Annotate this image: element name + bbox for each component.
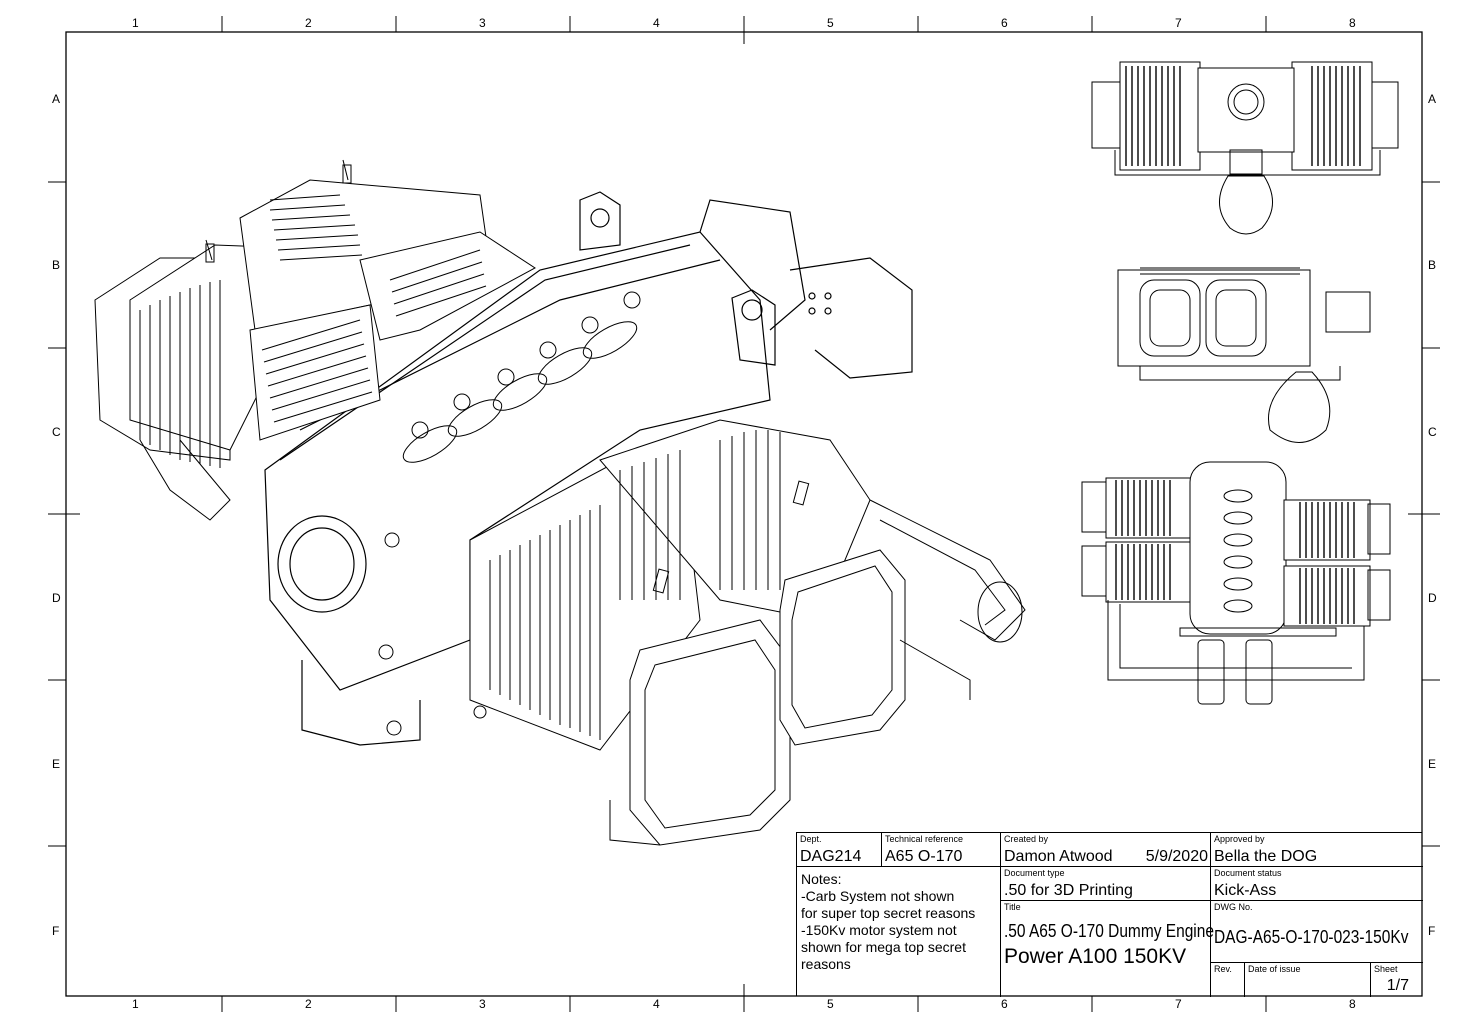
notes-line: Notes: <box>801 871 842 887</box>
zone-col-label: 1 <box>132 16 139 30</box>
title-block: Dept. DAG214 Technical reference A65 O-1… <box>796 832 1423 997</box>
title-cell: Title .50 A65 O-170 Dummy Engine Power A… <box>1001 901 1214 997</box>
front-view <box>1091 61 1399 235</box>
zone-row-label: D <box>1428 591 1437 605</box>
zone-row-label: F <box>1428 924 1436 938</box>
notes-line: shown for mega top secret <box>801 939 966 955</box>
zone-col-label: 2 <box>305 16 312 30</box>
zone-row-label: A <box>52 92 61 106</box>
side-view <box>1117 267 1371 443</box>
zone-col-label: 6 <box>1001 997 1008 1011</box>
zone-row-label: A <box>1428 92 1437 106</box>
created-date: 5/9/2020 <box>1145 848 1208 865</box>
created-by-value: Damon Atwood <box>1004 848 1113 865</box>
title-label: Title <box>1004 902 1021 912</box>
doc-status-value: Kick-Ass <box>1214 882 1277 899</box>
zone-ticks <box>48 16 1440 1012</box>
notes-line: reasons <box>801 956 851 972</box>
zone-row-label: D <box>52 591 61 605</box>
left-cylinders <box>94 159 536 521</box>
zone-col-label: 8 <box>1349 997 1356 1011</box>
notes-line: -150Kv motor system not <box>801 922 957 938</box>
tech-ref-value: A65 O-170 <box>885 848 963 865</box>
sheet-cell: Sheet 1/7 <box>1371 963 1423 997</box>
zone-col-label: 5 <box>827 997 834 1011</box>
zone-col-label: 8 <box>1349 16 1356 30</box>
rev-cell: Rev. <box>1211 963 1245 997</box>
zone-row-label: F <box>52 924 60 938</box>
zone-row-label: C <box>52 425 61 439</box>
sheet-value: 1/7 <box>1386 977 1409 994</box>
tech-ref-label: Technical reference <box>885 834 964 844</box>
date-of-issue-cell: Date of issue <box>1245 963 1371 997</box>
doc-status-cell: Document status Kick-Ass <box>1211 867 1423 901</box>
title-line-1: .50 A65 O-170 Dummy Engine <box>1004 921 1214 941</box>
zone-row-label: C <box>1428 425 1437 439</box>
top-ports <box>402 321 638 463</box>
right-cylinders <box>469 419 1026 846</box>
zone-col-label: 7 <box>1175 997 1182 1011</box>
zone-row-label: B <box>52 258 61 272</box>
zone-col-label: 4 <box>653 997 660 1011</box>
rev-label: Rev. <box>1214 964 1232 974</box>
doc-status-label: Document status <box>1214 868 1282 878</box>
doc-type-cell: Document type .50 for 3D Printing <box>1001 867 1211 901</box>
doc-type-label: Document type <box>1004 868 1065 878</box>
zone-col-label: 7 <box>1175 16 1182 30</box>
date-of-issue-label: Date of issue <box>1248 964 1301 974</box>
isometric-engine-view <box>94 159 1026 846</box>
notes-cell: Notes: -Carb System not shown for super … <box>797 867 1001 997</box>
approved-by-label: Approved by <box>1214 834 1265 844</box>
zone-col-label: 5 <box>827 16 834 30</box>
tech-ref-cell: Technical reference A65 O-170 <box>882 833 1001 867</box>
approved-by-value: Bella the DOG <box>1214 848 1318 865</box>
approved-by-cell: Approved by Bella the DOG <box>1211 833 1423 867</box>
notes-line: -Carb System not shown <box>801 888 955 904</box>
top-view <box>1081 461 1391 705</box>
zone-col-label: 6 <box>1001 16 1008 30</box>
created-by-cell: Created by Damon Atwood 5/9/2020 <box>1001 833 1211 867</box>
dwg-no-cell: DWG No. DAG-A65-O-170-023-150Kv <box>1211 901 1423 963</box>
zone-row-label: E <box>1428 757 1437 771</box>
zone-col-label: 3 <box>479 16 486 30</box>
sheet-label: Sheet <box>1374 964 1398 974</box>
dept-value: DAG214 <box>800 848 862 865</box>
title-line-2: Power A100 150KV <box>1004 945 1187 968</box>
zone-col-label: 3 <box>479 997 486 1011</box>
dwg-no-value: DAG-A65-O-170-023-150Kv <box>1214 927 1409 947</box>
dept-label: Dept. <box>800 834 822 844</box>
doc-type-value: .50 for 3D Printing <box>1004 882 1133 899</box>
created-by-label: Created by <box>1004 834 1049 844</box>
dept-cell: Dept. DAG214 <box>797 833 882 867</box>
dwg-no-label: DWG No. <box>1214 902 1253 912</box>
zone-col-label: 1 <box>132 997 139 1011</box>
zone-row-label: B <box>1428 258 1437 272</box>
notes-line: for super top secret reasons <box>801 905 976 921</box>
zone-col-label: 2 <box>305 997 312 1011</box>
zone-row-label: E <box>52 757 61 771</box>
zone-col-label: 4 <box>653 16 660 30</box>
